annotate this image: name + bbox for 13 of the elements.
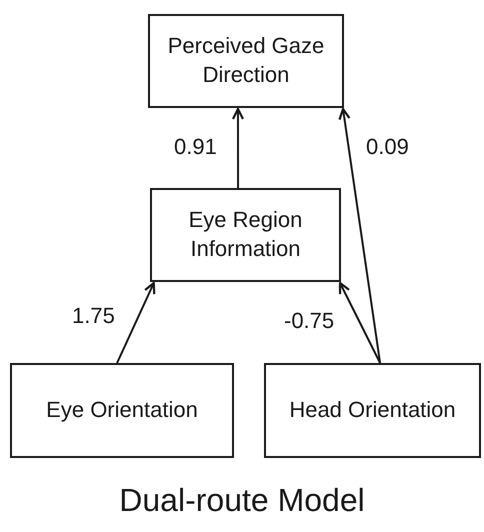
arrow — [338, 282, 381, 364]
concept-box — [148, 14, 344, 108]
arrow — [232, 108, 244, 188]
arrow — [116, 282, 156, 364]
node-label: Eye Orientation — [46, 396, 198, 424]
concept-box — [150, 188, 341, 282]
input-box — [264, 363, 481, 458]
node-label: Eye Region Information — [188, 206, 304, 263]
node-label: Head Orientation — [289, 396, 456, 424]
input-box — [10, 363, 234, 458]
node-label: Perceived Gaze Direction — [166, 32, 326, 89]
arrow — [338, 108, 382, 364]
diagram-title: Dual-route Model — [118, 482, 366, 519]
